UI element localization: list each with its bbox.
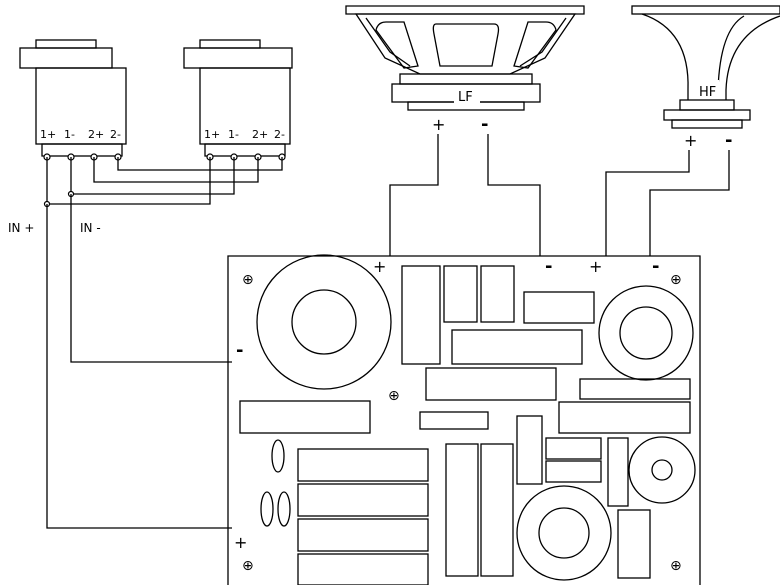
- hf-terminal-minus: -: [725, 130, 732, 151]
- connector-2-pin-2minus: 2-: [274, 128, 285, 141]
- capacitor-c5: [425, 367, 557, 401]
- lf-basket-rim: [345, 5, 585, 15]
- inductor-small-outer: [628, 436, 696, 504]
- connector-1-pin-2minus: 2-: [110, 128, 121, 141]
- connector-1-pin-1plus: 1+: [40, 128, 56, 141]
- lf-woofer-driver: LF + -: [345, 5, 585, 135]
- lf-label: LF: [458, 90, 473, 105]
- inductor-hf-inner: [619, 306, 673, 360]
- resistor-r1: [523, 291, 595, 324]
- label-in-minus: IN -: [80, 221, 101, 235]
- connector-2-pin-2plus: 2+: [252, 128, 268, 141]
- label-in-plus: IN +: [8, 221, 34, 235]
- wire-hf-plus: [605, 150, 690, 256]
- hf-horn-inner-line: [717, 15, 745, 91]
- hf-driver-body: [663, 109, 751, 121]
- connector-2-pin-1minus: 1-: [228, 128, 239, 141]
- capacitor-c13: [297, 553, 429, 585]
- capacitor-c2: [443, 265, 478, 323]
- mount-hole-icon: ⊕: [388, 388, 400, 404]
- diode-3: [277, 491, 291, 527]
- capacitor-c10: [297, 448, 429, 482]
- lf-cone-line-1: [365, 17, 411, 67]
- capacitor-c8: [445, 443, 479, 577]
- capacitor-c12: [297, 518, 429, 552]
- wire-2minus-link: [117, 157, 283, 171]
- lf-cone-rib-left: [375, 21, 419, 69]
- hf-horn-flare-right: [725, 15, 780, 100]
- hf-label: HF: [699, 85, 716, 100]
- mount-hole-icon: ⊕: [242, 558, 254, 574]
- connector-2-cap: [199, 39, 261, 49]
- wire-lf-minus: [487, 134, 541, 256]
- board-lf-minus: -: [545, 256, 552, 277]
- inductor-large-outer: [256, 254, 392, 390]
- lf-terminal-minus: -: [481, 114, 488, 135]
- hf-horn-flare-left: [641, 13, 689, 100]
- lf-dust-cap: [432, 23, 500, 67]
- resistor-r5: [545, 437, 602, 460]
- wire-lf-plus: [389, 134, 439, 256]
- connector-1-cap: [35, 39, 97, 49]
- resistor-r4: [516, 415, 543, 485]
- mount-hole-icon: ⊕: [670, 558, 682, 574]
- mount-hole-icon: ⊕: [670, 272, 682, 288]
- lf-cone-rib-right: [513, 21, 557, 69]
- inductor-large-inner: [291, 289, 357, 355]
- inductor-small-inner: [651, 459, 673, 481]
- lf-cone-outline: [354, 13, 577, 75]
- connector-2-flange: [183, 47, 293, 69]
- connector-2-pin-1plus: 1+: [204, 128, 220, 141]
- wire-2plus-link: [93, 157, 259, 183]
- lf-terminal-plus: +: [432, 115, 445, 134]
- capacitor-c7: [558, 401, 691, 434]
- capacitor-c3: [480, 265, 515, 323]
- connector-wiring: IN + IN -: [8, 157, 283, 529]
- hf-horn-driver: HF + -: [631, 5, 780, 151]
- lf-frame-base: [399, 73, 533, 85]
- connector-2-terminal-strip: [204, 143, 286, 157]
- capacitor-c11: [297, 483, 429, 517]
- wire-1plus-link: [46, 157, 211, 205]
- wire-in-plus: [46, 204, 232, 529]
- connector-1-flange: [19, 47, 113, 69]
- speakon-connector-1: 1+ 1- 2+ 2-: [19, 39, 127, 161]
- diode-1: [271, 439, 285, 473]
- wire-in-minus: [70, 194, 232, 363]
- board-hf-minus: -: [652, 256, 659, 277]
- inductor-bottom-inner: [538, 507, 590, 559]
- connector-1-terminal-strip: [41, 143, 123, 157]
- resistor-r2: [579, 378, 691, 400]
- hf-terminal-plus: +: [684, 131, 697, 150]
- driver-wiring: [389, 134, 730, 256]
- inductor-bottom-outer: [516, 485, 612, 581]
- diode-2: [260, 491, 274, 527]
- capacitor-c1: [401, 265, 441, 365]
- resistor-r8: [617, 509, 651, 579]
- capacitor-c4: [451, 329, 583, 365]
- wire-1minus-link: [70, 157, 235, 195]
- mount-hole-icon: ⊕: [242, 272, 254, 288]
- lf-cone-line-2: [519, 17, 567, 67]
- board-in-minus: -: [236, 340, 243, 361]
- capacitor-c6: [239, 400, 371, 434]
- wire-hf-minus: [649, 150, 730, 256]
- speakon-connector-2: 1+ 1- 2+ 2-: [183, 39, 293, 161]
- resistor-r3: [419, 411, 489, 430]
- resistor-r6: [545, 460, 602, 483]
- connector-1-pin-1minus: 1-: [64, 128, 75, 141]
- connector-1-pin-2plus: 2+: [88, 128, 104, 141]
- board-hf-plus: +: [589, 257, 602, 276]
- board-outline: [227, 255, 701, 585]
- inductor-hf-outer: [598, 285, 694, 381]
- hf-horn-mouth: [631, 5, 780, 15]
- board-in-plus: +: [234, 533, 247, 552]
- capacitor-c9: [480, 443, 514, 577]
- crossover-board: + - + - - + ⊕ ⊕ ⊕ ⊕ ⊕: [227, 254, 701, 585]
- hf-driver-back: [671, 119, 743, 129]
- resistor-r7: [607, 437, 629, 507]
- board-lf-plus: +: [373, 257, 386, 276]
- hf-driver-collar: [679, 99, 735, 111]
